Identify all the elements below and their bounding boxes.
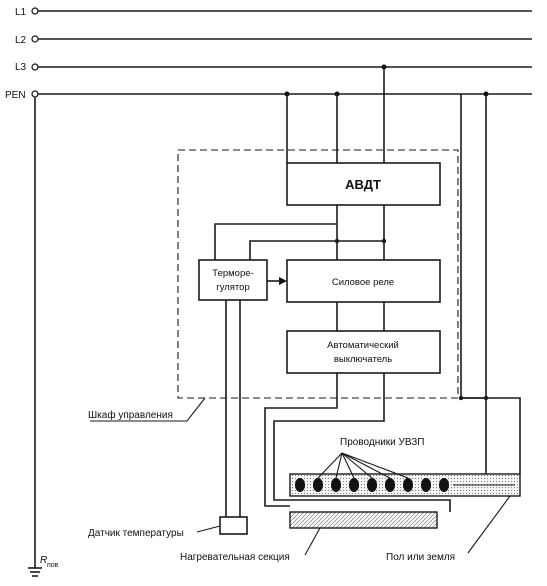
- circuit-breaker-label-line2: выключатель: [334, 354, 392, 365]
- conductors-leader-lines: [317, 452, 409, 479]
- avdt-label: АВДТ: [345, 177, 381, 192]
- conductors-label: Проводники УВЗП: [340, 437, 424, 448]
- floor-leader-line: [467, 495, 511, 554]
- wire-pen-right: [461, 397, 521, 474]
- line-label-pen: PEN: [5, 90, 26, 101]
- sensor-leader-line: [196, 525, 221, 533]
- heating-leader-line: [304, 527, 321, 556]
- terminal-pen: [31, 90, 39, 98]
- thermoregulator-label-line1: Терморе-: [212, 268, 253, 279]
- circuit-breaker-block: [286, 330, 441, 374]
- ground-electrode: R пов: [28, 97, 59, 577]
- cabinet-label: Шкаф управления: [88, 409, 173, 421]
- supply-lines: L1 L2 L3 PEN: [5, 7, 532, 101]
- ground-symbol: R: [40, 555, 47, 566]
- terminal-l1: [31, 7, 39, 15]
- wire-breaker-to-heating-1: [264, 373, 338, 507]
- wire-thermo-supply-n: [214, 223, 337, 260]
- thermoregulator-label-line2: гулятор: [216, 282, 250, 293]
- wire-thermo-supply-l: [249, 240, 384, 260]
- terminal-l3: [31, 63, 39, 71]
- floor-label: Пол или земля: [386, 552, 455, 563]
- heating-section: [289, 511, 438, 529]
- thermoregulator-block: [198, 259, 268, 301]
- power-relay-block: [286, 259, 441, 303]
- terminal-l2: [31, 35, 39, 43]
- wire-breaker-to-heating-2: [273, 373, 451, 512]
- uvzp-conductors: [295, 478, 515, 492]
- ground-subscript: пов: [47, 562, 59, 569]
- sensor-label: Датчик температуры: [88, 528, 184, 539]
- cabinet-leader-line: [90, 397, 206, 422]
- line-label-l1: L1: [15, 7, 27, 18]
- line-label-l2: L2: [15, 35, 27, 46]
- control-arrow-icon: [279, 277, 287, 285]
- line-label-l3: L3: [15, 62, 27, 73]
- temperature-sensor: [219, 516, 248, 535]
- power-relay-label: Силовое реле: [332, 277, 394, 288]
- circuit-breaker-label-line1: Автоматический: [327, 340, 399, 351]
- heating-section-label: Нагревательная секция: [180, 552, 290, 563]
- avdt-block: [286, 162, 441, 206]
